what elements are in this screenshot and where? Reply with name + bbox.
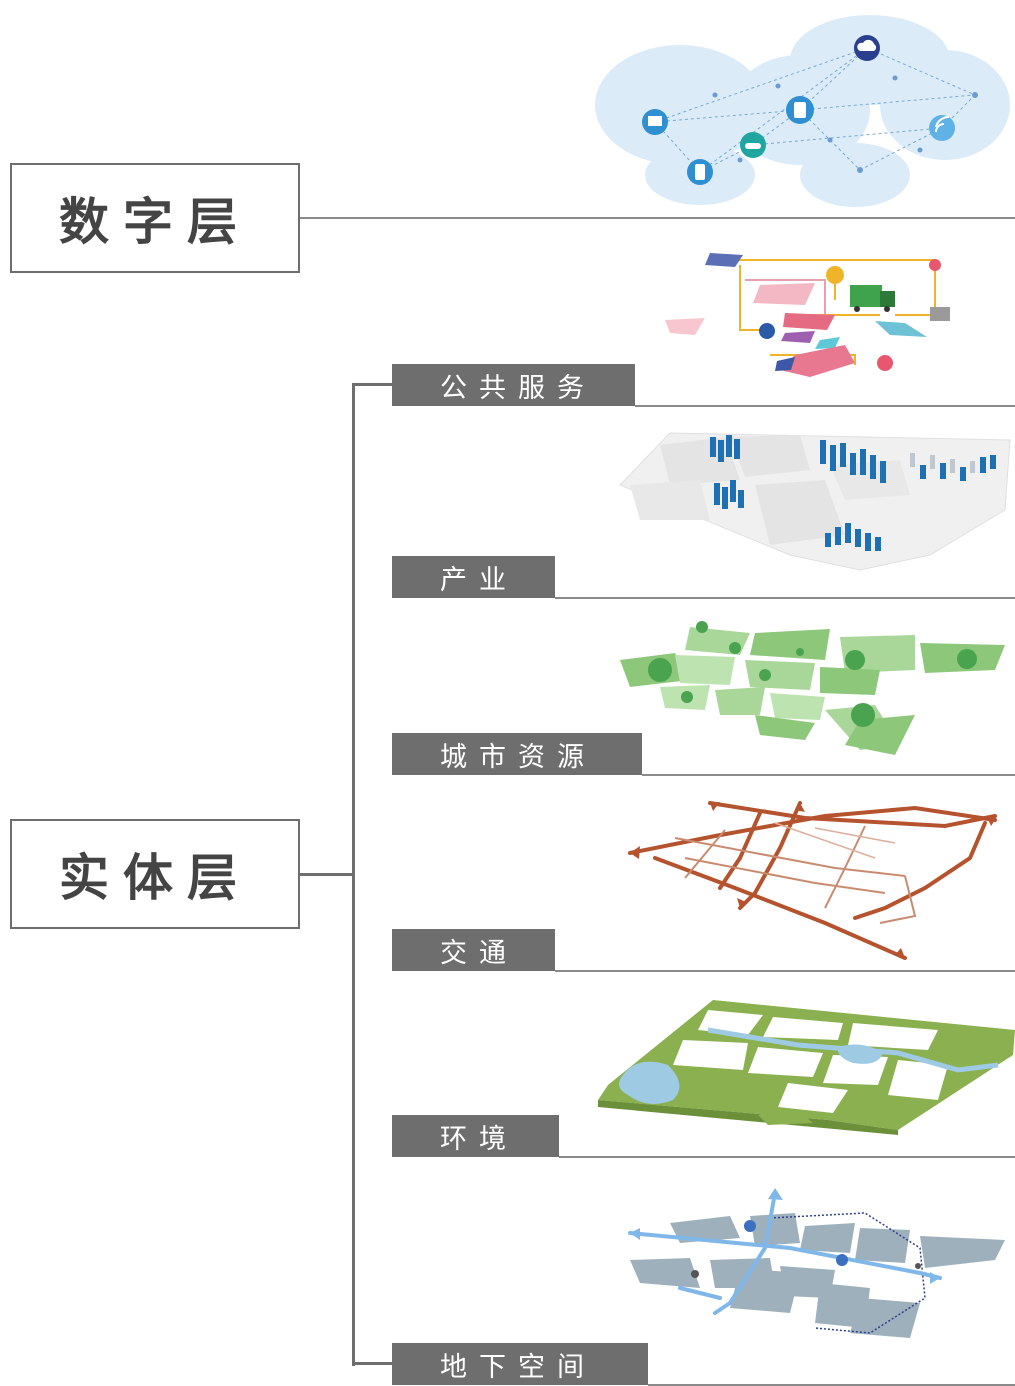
digital-layer-connector <box>300 217 1015 219</box>
recycle-icon <box>696 621 708 633</box>
sublayer-label-environment: 环境 <box>392 1115 559 1157</box>
underline-traffic <box>555 970 1015 972</box>
no-entry-icon <box>929 259 941 271</box>
underline-industry <box>555 597 1015 599</box>
physical-layer-box: 实体层 <box>10 819 300 929</box>
digital-layer-title: 数字层 <box>59 193 251 251</box>
underline-environment <box>559 1156 1015 1158</box>
leaf-icon <box>851 703 875 727</box>
sublayer-label-industry: 产业 <box>392 556 555 598</box>
transit-icon <box>836 1254 848 1266</box>
sublayer-label-traffic: 交通 <box>392 929 555 971</box>
traffic-illustration <box>625 798 1000 968</box>
plus-icon <box>729 642 741 654</box>
branch-public-services <box>352 383 392 386</box>
branch-underground <box>352 1362 392 1365</box>
location-icon <box>648 658 672 682</box>
wifi-icon <box>929 115 955 141</box>
digital-layer-box: 数字层 <box>10 163 300 273</box>
sublayer-label-city-resources: 城市资源 <box>392 733 642 775</box>
parking-icon <box>744 1220 756 1232</box>
environment-illustration <box>598 995 1015 1135</box>
tree-trunk <box>352 383 355 1366</box>
public-services-illustration <box>665 245 965 400</box>
city-resources-illustration <box>615 615 1010 765</box>
digital-network-illustration <box>590 10 1015 210</box>
physical-layer-title: 实体层 <box>59 849 251 907</box>
school-icon <box>845 650 865 670</box>
underground-space-illustration <box>620 1188 1010 1348</box>
underline-city-resources <box>642 774 1015 776</box>
building-icon <box>957 649 977 669</box>
bus-icon <box>759 323 775 339</box>
sublayer-label-public-services: 公共服务 <box>392 364 635 406</box>
industry-illustration <box>610 425 1015 575</box>
person-icon <box>877 355 893 371</box>
underline-public-services <box>635 405 1015 407</box>
sublayer-label-underground-space: 地下空间 <box>392 1343 648 1385</box>
physical-layer-connector <box>300 873 355 876</box>
shield-icon <box>826 266 844 284</box>
